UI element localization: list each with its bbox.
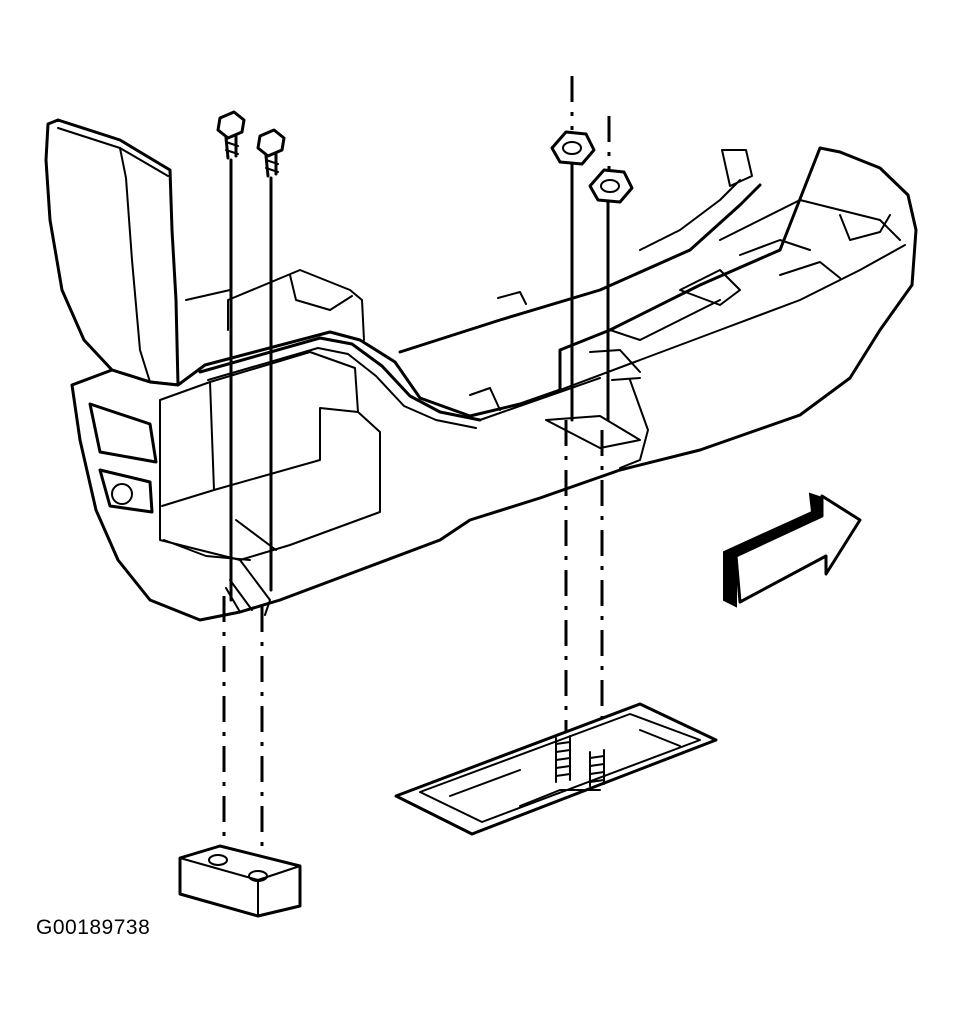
bolt-icon (256, 128, 286, 158)
front-floor-plate (394, 702, 718, 836)
rear-floor-block (178, 844, 302, 918)
front-direction-arrow-icon (723, 492, 862, 608)
front-nut-left (550, 130, 596, 166)
console-rear-shell (70, 146, 918, 622)
floor-console (44, 118, 918, 622)
switch-button (111, 483, 133, 505)
nut-icon (588, 168, 634, 204)
front-nut-right (588, 168, 634, 204)
armrest-lid (44, 118, 180, 387)
nut-icon (550, 130, 596, 166)
rear-bolt-right (256, 128, 286, 178)
side-vent (88, 402, 158, 464)
figure-id-label: G00189738 (36, 916, 151, 939)
threaded-stud-icon (555, 735, 571, 783)
rear-bolt-left (216, 110, 246, 160)
bolt-icon (216, 110, 246, 140)
side-switch-panel (98, 468, 154, 514)
threaded-stud-icon (589, 749, 605, 787)
front-mount-bracket (545, 415, 641, 449)
